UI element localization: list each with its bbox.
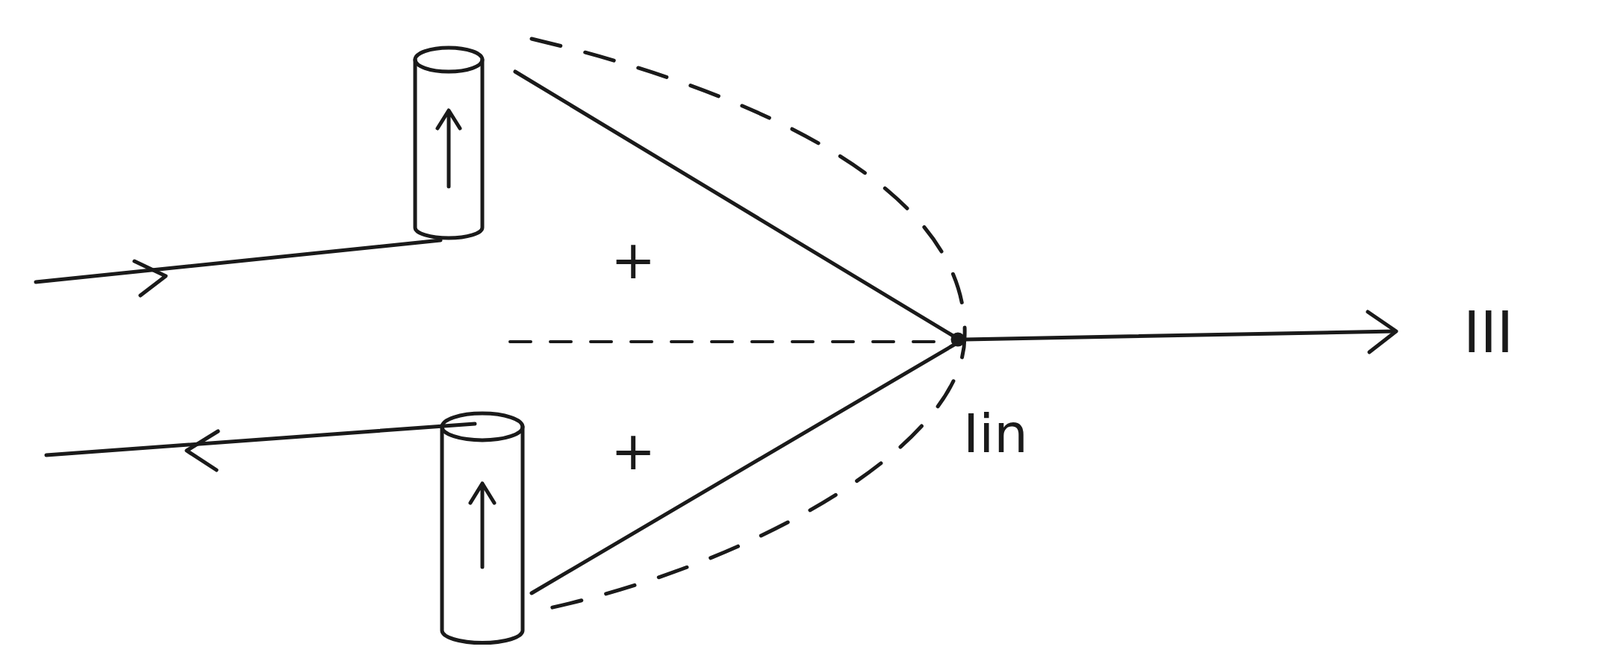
cylinder-top <box>415 47 483 239</box>
arrow-right <box>964 331 1395 340</box>
wire-out <box>46 424 475 456</box>
arrowhead <box>186 431 219 471</box>
line-bottom <box>531 344 955 594</box>
wire-in <box>35 240 441 283</box>
arrowhead <box>134 261 166 296</box>
cylinder-bottom <box>441 413 523 644</box>
point <box>952 334 964 345</box>
plus-sign: + <box>610 232 656 287</box>
plus-sign: + <box>610 424 656 478</box>
field-label: III <box>1463 304 1514 362</box>
dashed-curve <box>531 38 965 611</box>
axis-dashed <box>509 340 952 344</box>
line-top <box>515 71 955 337</box>
arrowhead <box>1367 312 1397 353</box>
current-label: Iin <box>963 406 1029 461</box>
